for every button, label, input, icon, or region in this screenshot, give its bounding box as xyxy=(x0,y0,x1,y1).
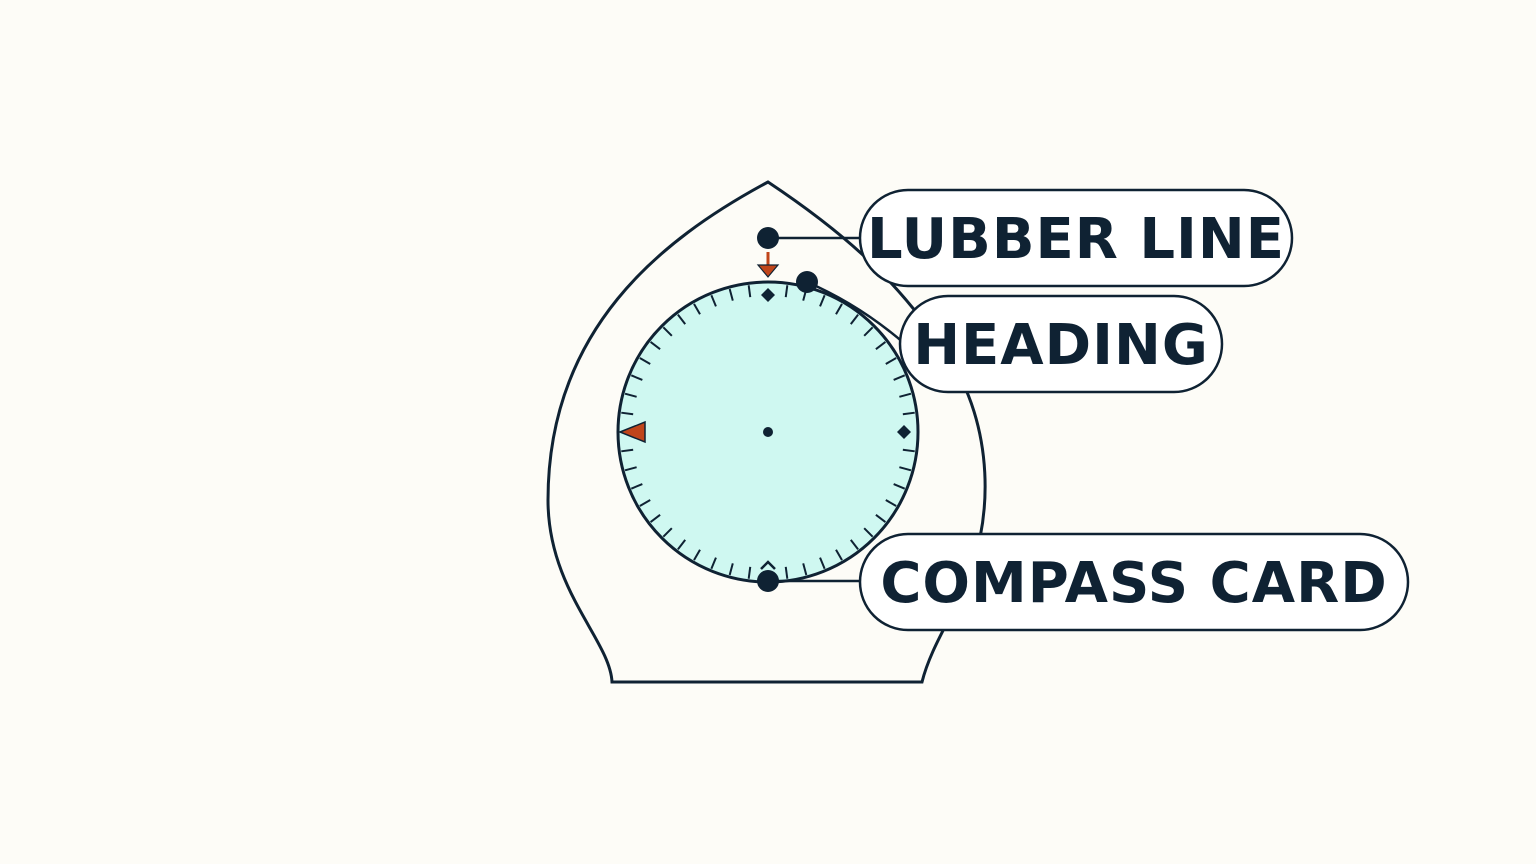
compass-tick xyxy=(649,341,661,351)
compass-tick xyxy=(662,527,673,538)
compass-tick xyxy=(710,557,717,570)
compass-tick xyxy=(784,566,789,579)
compass-tick xyxy=(784,285,789,298)
compass-tick xyxy=(893,374,906,381)
compass-tick xyxy=(728,563,734,576)
compass-tick xyxy=(899,466,912,472)
compass-tick xyxy=(621,448,634,453)
compass-tick xyxy=(902,448,915,453)
card-center-pin xyxy=(763,427,773,437)
compass-tick xyxy=(677,539,687,551)
label-heading-box xyxy=(898,294,1224,394)
arrow-down-icon xyxy=(756,264,780,278)
compass-tick xyxy=(747,285,752,298)
compass-tick xyxy=(885,499,897,507)
triangle-left-icon xyxy=(617,420,646,444)
compass-tick xyxy=(649,513,661,523)
compass-tick xyxy=(835,303,843,315)
compass-tick xyxy=(849,313,859,325)
compass-tick xyxy=(875,513,887,523)
compass-tick xyxy=(885,357,897,365)
lubber-line-dot xyxy=(757,227,779,249)
compass-tick xyxy=(624,392,637,398)
label-compass-card: COMPASS CARD xyxy=(858,532,1410,632)
label-compass-card-box xyxy=(858,532,1410,632)
compass-tick xyxy=(835,549,843,561)
east-diamond-icon xyxy=(897,425,911,439)
label-lubber-line-box xyxy=(858,188,1294,288)
compass-tick xyxy=(624,466,637,472)
compass-tick xyxy=(728,288,734,301)
compass-tick xyxy=(693,549,701,561)
heading-leader-line xyxy=(806,280,906,345)
compass-tick xyxy=(710,294,717,307)
compass-tick xyxy=(893,483,906,490)
compass-tick xyxy=(899,392,912,398)
label-lubber-line-text: LUBBER LINE xyxy=(867,207,1285,272)
compass-tick xyxy=(693,303,701,315)
compass-card-dot xyxy=(757,570,779,592)
compass-tick xyxy=(639,357,651,365)
label-heading: HEADING xyxy=(898,294,1224,394)
compass-tick xyxy=(875,341,887,351)
compass-tick xyxy=(630,374,643,381)
compass-tick xyxy=(747,566,752,579)
compass-tick xyxy=(662,326,673,337)
compass-tick xyxy=(630,483,643,490)
compass-tick xyxy=(902,411,915,416)
compass-tick xyxy=(819,557,826,570)
compass-tick xyxy=(819,294,826,307)
heading-dot xyxy=(796,271,818,293)
compass-card-ticks xyxy=(621,285,915,579)
compass-tick xyxy=(849,539,859,551)
compass-tick xyxy=(863,527,874,538)
compass-tick xyxy=(621,411,634,416)
compass-tick xyxy=(639,499,651,507)
compass-tick xyxy=(863,326,874,337)
compass-tick xyxy=(802,563,808,576)
label-heading-text: HEADING xyxy=(913,313,1209,378)
south-caret-icon xyxy=(760,560,776,570)
north-diamond-icon xyxy=(761,288,775,302)
label-compass-card-text: COMPASS CARD xyxy=(880,551,1387,616)
compass-tick xyxy=(677,313,687,325)
label-lubber-line: LUBBER LINE xyxy=(858,188,1294,288)
